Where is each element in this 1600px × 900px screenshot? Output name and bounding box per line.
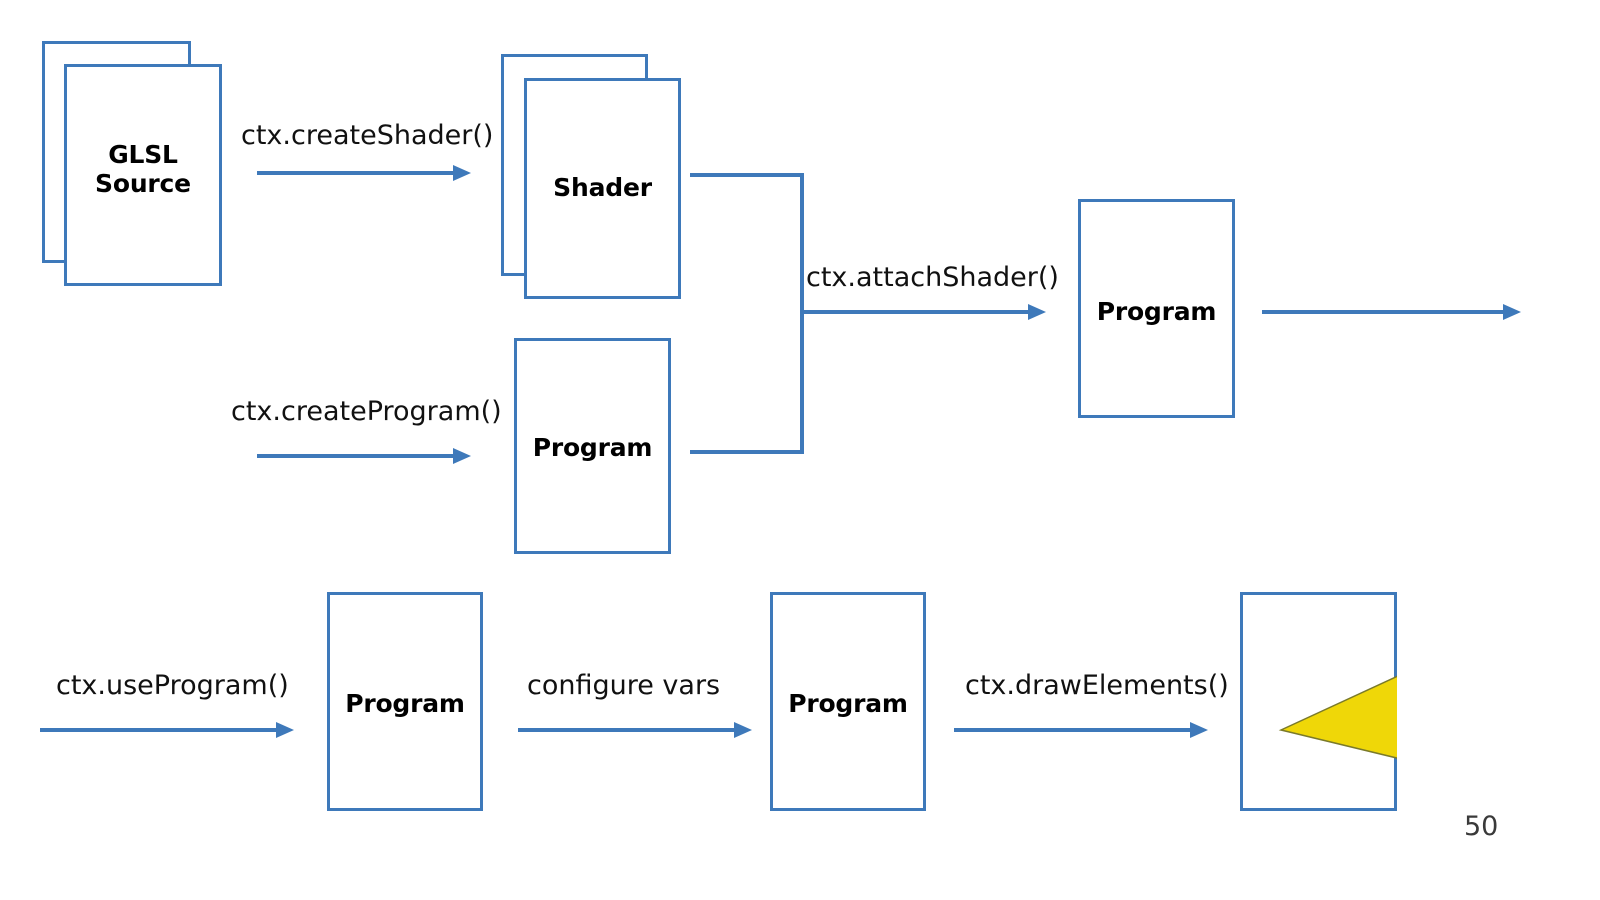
edge-label-draw-elements: ctx.drawElements() (965, 670, 1229, 701)
glsl-source-box-front[interactable]: GLSL Source (64, 64, 222, 286)
program-configured-label: Program (788, 689, 908, 718)
arrow-use-program (38, 717, 298, 743)
program-linked-label: Program (1096, 297, 1217, 326)
program-in-use-box[interactable]: Program (327, 592, 483, 811)
yellow-triangle-shape (1240, 592, 1406, 811)
program-configured-box[interactable]: Program (770, 592, 926, 811)
program-middle-box[interactable]: Program (514, 338, 671, 554)
page-number: 50 (1464, 811, 1499, 842)
arrow-draw-elements (952, 717, 1212, 743)
program-linked-box[interactable]: Program (1078, 199, 1235, 418)
arrow-create-program (255, 443, 475, 469)
edge-label-attach-shader: ctx.attachShader() (806, 262, 1059, 293)
shader-box-front[interactable]: Shader (524, 78, 681, 299)
arrow-create-shader (255, 160, 475, 186)
edge-label-create-program: ctx.createProgram() (231, 396, 502, 427)
program-middle-label: Program (532, 433, 653, 462)
arrow-configure-vars (516, 717, 756, 743)
arrow-attach-shader (800, 299, 1050, 325)
arrow-program-output (1260, 299, 1525, 325)
glsl-source-label-line2: Source (95, 169, 191, 198)
glsl-source-label-line1: GLSL (108, 140, 178, 169)
edge-label-use-program: ctx.useProgram() (56, 670, 289, 701)
program-in-use-label: Program (345, 689, 465, 718)
shader-label: Shader (553, 173, 652, 202)
edge-label-create-shader: ctx.createShader() (241, 120, 494, 151)
edge-label-configure-vars: configure vars (527, 670, 721, 701)
